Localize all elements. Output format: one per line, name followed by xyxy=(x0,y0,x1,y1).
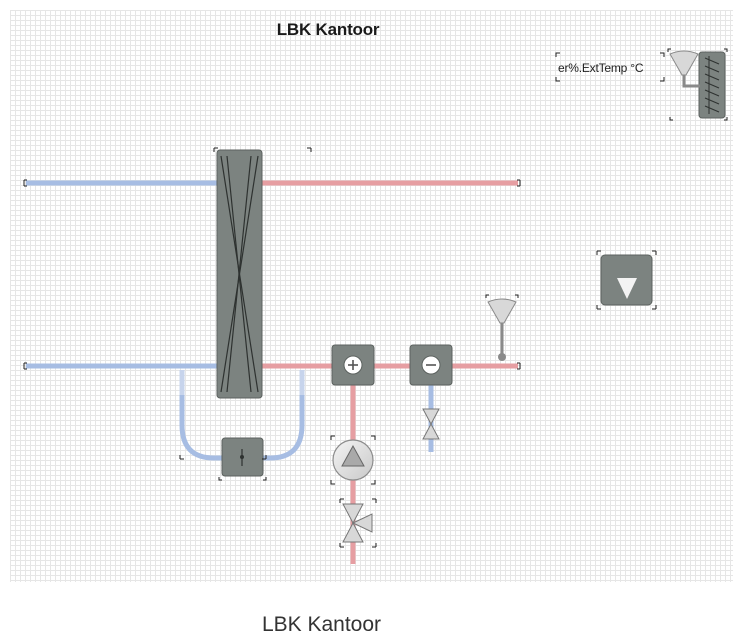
temperature-sensor-icon xyxy=(487,298,517,324)
cooling-coil[interactable] xyxy=(409,344,453,386)
bypass-damper[interactable] xyxy=(179,437,267,481)
cooling-valve[interactable] xyxy=(422,408,440,440)
bypass-duct xyxy=(179,370,305,461)
supply-air-duct-bottom xyxy=(262,362,521,370)
outdoor-temp-sensor[interactable] xyxy=(667,48,728,121)
plus-icon xyxy=(348,360,358,370)
return-air-duct-top xyxy=(23,179,218,187)
triangle-down-icon xyxy=(617,278,637,299)
valve-icon xyxy=(422,408,440,440)
valve-icon xyxy=(342,503,373,543)
supply-temp-sensor[interactable] xyxy=(485,294,519,361)
diagram-caption: LBK Kantoor xyxy=(261,613,382,636)
supply-air-duct-top xyxy=(262,179,521,187)
outdoor-temp-label-frame xyxy=(555,52,665,82)
temperature-sensor-icon xyxy=(669,50,699,76)
heat-exchanger-icon xyxy=(220,155,259,393)
diagram-title: LBK Kantoor xyxy=(276,20,380,39)
return-air-duct-bottom xyxy=(23,362,218,370)
outdoor-temp-value: er%.ExtTemp °C xyxy=(558,61,644,75)
heat-recovery-wheel[interactable] xyxy=(213,147,312,399)
pump-icon xyxy=(341,444,365,467)
circulation-pump[interactable] xyxy=(330,435,376,485)
three-way-valve[interactable] xyxy=(339,498,377,548)
status-indicator[interactable] xyxy=(596,250,657,310)
damper-icon xyxy=(240,449,244,466)
heating-coil[interactable] xyxy=(331,344,375,386)
